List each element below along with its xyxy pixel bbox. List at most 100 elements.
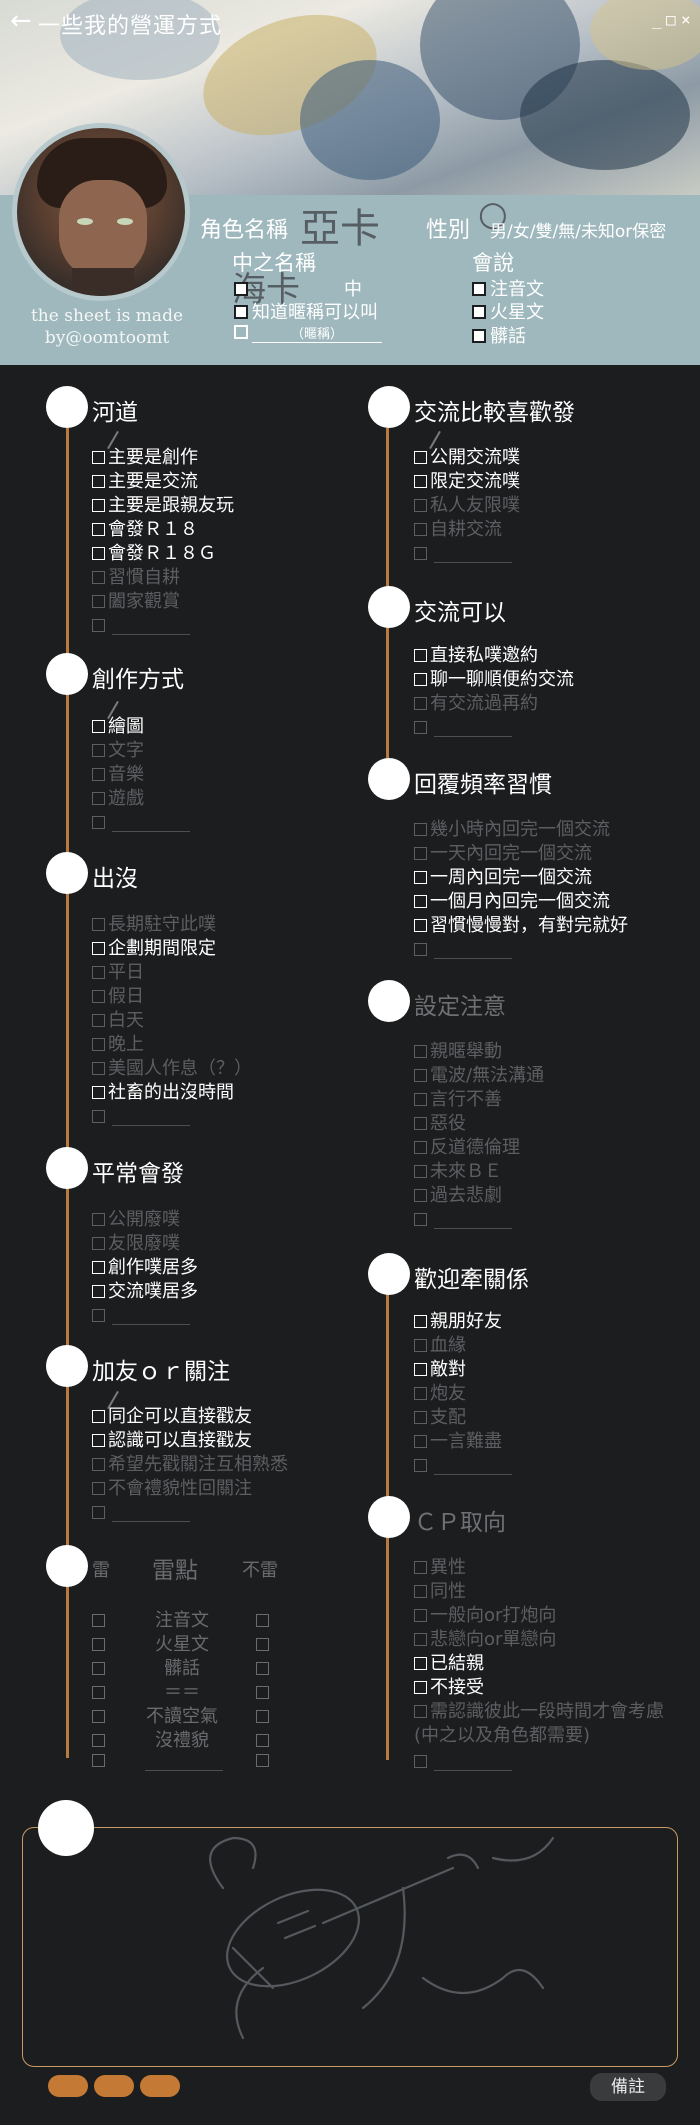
usually-other-option[interactable] <box>92 1305 108 1327</box>
friend-option[interactable]: 同企可以直接戳友 <box>92 1406 252 1428</box>
can-other-option[interactable] <box>414 717 430 739</box>
section-title-relation: 歡迎牽關係 <box>414 1267 529 1293</box>
back-arrow-icon[interactable]: ← <box>10 6 32 36</box>
appear-option[interactable]: 美國人作息（？） <box>92 1058 252 1080</box>
reply-option[interactable]: 幾小時內回完一個交流 <box>414 819 610 841</box>
setting-option[interactable]: 親暱舉動 <box>414 1041 502 1063</box>
minimize-icon[interactable]: _ <box>652 10 662 29</box>
mine-row[interactable]: 火星文 <box>92 1630 272 1656</box>
usually-option[interactable]: 創作噗居多 <box>92 1257 198 1279</box>
tag-pill[interactable] <box>94 2075 134 2097</box>
prefer-option[interactable]: 限定交流噗 <box>414 471 520 493</box>
section-title-reply: 回覆頻率習慣 <box>414 772 552 798</box>
usually-option[interactable]: 友限廢噗 <box>92 1233 180 1255</box>
relation-option[interactable]: 血緣 <box>414 1335 466 1357</box>
cp-option[interactable]: 異性 <box>414 1557 466 1579</box>
mine-row[interactable]: ＝＝ <box>92 1678 272 1704</box>
river-option[interactable]: 主要是創作 <box>92 447 198 469</box>
create-other-option[interactable] <box>92 812 108 834</box>
relation-option[interactable]: 親朋好友 <box>414 1311 502 1333</box>
create-option[interactable]: 遊戲 <box>92 788 144 810</box>
note-box[interactable] <box>22 1827 678 2067</box>
relation-option[interactable]: 炮友 <box>414 1383 466 1405</box>
appear-option[interactable]: 假日 <box>92 986 144 1008</box>
friend-option[interactable]: 希望先戳關注互相熟悉 <box>92 1454 288 1476</box>
section-dot <box>46 1345 88 1387</box>
gender-options[interactable]: 男/女/雙/無/未知or保密 <box>490 222 667 242</box>
setting-option[interactable]: 過去悲劇 <box>414 1185 502 1207</box>
mine-row[interactable]: 沒禮貌 <box>92 1726 272 1752</box>
can-option[interactable]: 直接私噗邀約 <box>414 645 538 667</box>
prefer-option[interactable]: 私人友限噗 <box>414 495 520 517</box>
reply-option[interactable]: 一個月內回完一個交流 <box>414 891 610 913</box>
prefer-option[interactable]: 自耕交流 <box>414 519 502 541</box>
appear-option[interactable]: 白天 <box>92 1010 144 1032</box>
appear-option[interactable]: 平日 <box>92 962 144 984</box>
create-option[interactable]: 文字 <box>92 740 144 762</box>
appear-other-option[interactable] <box>92 1106 108 1128</box>
friend-option[interactable]: 不會禮貌性回關注 <box>92 1478 252 1500</box>
create-option[interactable]: 音樂 <box>92 764 144 786</box>
cp-option[interactable]: 不接受 <box>414 1677 484 1699</box>
setting-option[interactable]: 未來ＢＥ <box>414 1161 502 1183</box>
mine-other-row[interactable] <box>92 1750 272 1771</box>
relation-option[interactable]: 敵對 <box>414 1359 466 1381</box>
appear-option[interactable]: 社畜的出沒時間 <box>92 1082 234 1104</box>
appear-option[interactable]: 企劃期間限定 <box>92 938 216 960</box>
river-option[interactable]: 主要是交流 <box>92 471 198 493</box>
appear-option[interactable]: 長期駐守此噗 <box>92 914 216 936</box>
cp-other-option[interactable] <box>414 1751 430 1773</box>
setting-option[interactable]: 惡役 <box>414 1113 466 1135</box>
chinese-name-option[interactable]: 中 <box>234 275 362 301</box>
create-option[interactable]: 繪圖 <box>92 716 144 738</box>
appear-option[interactable]: 晚上 <box>92 1034 144 1056</box>
cp-option[interactable]: 悲戀向or單戀向 <box>414 1629 556 1651</box>
usually-option[interactable]: 交流噗居多 <box>92 1281 198 1303</box>
mine-row[interactable]: 不讀空氣 <box>92 1702 272 1728</box>
prefer-option[interactable]: 公開交流噗 <box>414 447 520 469</box>
setting-other-option[interactable] <box>414 1209 430 1231</box>
river-option[interactable]: 會發Ｒ１８Ｇ <box>92 543 216 565</box>
reply-option[interactable]: 一天內回完一個交流 <box>414 843 592 865</box>
tag-pill[interactable] <box>48 2075 88 2097</box>
reply-option[interactable]: 一周內回完一個交流 <box>414 867 592 889</box>
usually-option[interactable]: 公開廢噗 <box>92 1209 180 1231</box>
cp-option[interactable]: 需認識彼此一段時間才會考慮 <box>414 1701 664 1723</box>
relation-option[interactable]: 一言難盡 <box>414 1431 502 1453</box>
relation-option[interactable]: 支配 <box>414 1407 466 1429</box>
tag-pill[interactable] <box>140 2075 180 2097</box>
river-option[interactable]: 習慣自耕 <box>92 567 180 589</box>
close-icon[interactable]: × <box>681 10 691 29</box>
mine-row[interactable]: 髒話 <box>92 1654 272 1680</box>
reply-other-option[interactable] <box>414 939 430 961</box>
relation-other-option[interactable] <box>414 1455 430 1477</box>
can-option[interactable]: 有交流過再約 <box>414 693 538 715</box>
cp-option[interactable]: 已結親 <box>414 1653 484 1675</box>
speaks-option[interactable]: 注音文 <box>472 275 544 301</box>
maximize-icon[interactable]: □ <box>666 10 676 29</box>
section-dot <box>46 386 88 428</box>
speaks-option[interactable]: 髒話 <box>472 322 526 348</box>
gender-label: 性別 <box>426 218 471 243</box>
friend-other-option[interactable] <box>92 1502 108 1524</box>
river-option[interactable]: 闔家觀賞 <box>92 591 180 613</box>
cp-option[interactable]: 同性 <box>414 1581 466 1603</box>
can-option[interactable]: 聊一聊順便約交流 <box>414 669 574 691</box>
mine-row[interactable]: 注音文 <box>92 1606 272 1632</box>
chinese-name-option[interactable]: （暱稱） <box>234 322 382 343</box>
speaks-option[interactable]: 火星文 <box>472 298 544 324</box>
setting-option[interactable]: 反道德倫理 <box>414 1137 520 1159</box>
cp-option[interactable]: 一般向or打炮向 <box>414 1605 556 1627</box>
river-option[interactable]: 會發Ｒ１８ <box>92 519 198 541</box>
setting-option[interactable]: 電波/無法溝通 <box>414 1065 544 1087</box>
setting-option[interactable]: 言行不善 <box>414 1089 502 1111</box>
prefer-other-option[interactable] <box>414 543 430 565</box>
reply-option[interactable]: 習慣慢慢對，有對完就好 <box>414 915 628 937</box>
friend-option[interactable]: 認識可以直接戳友 <box>92 1430 252 1452</box>
chinese-name-option[interactable]: 知道暱稱可以叫 <box>234 298 378 324</box>
river-other-option[interactable] <box>92 615 108 637</box>
memo-button[interactable]: 備註 <box>590 2073 666 2101</box>
river-option[interactable]: 主要是跟親友玩 <box>92 495 234 517</box>
section-title-create: 創作方式 <box>92 667 184 693</box>
blank-line <box>112 1125 190 1126</box>
